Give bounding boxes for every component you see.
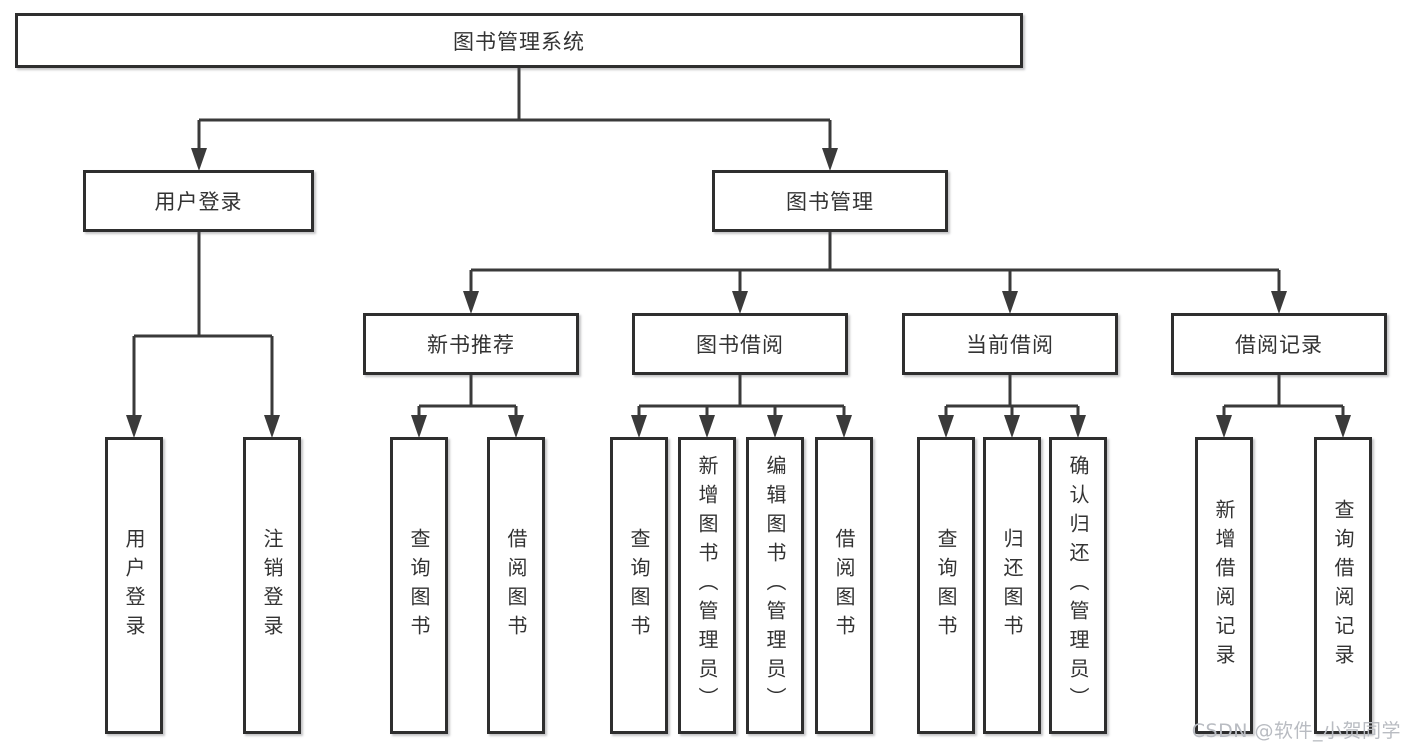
node-label: 归还图书: [1000, 527, 1024, 644]
leaf-return-books: 归还图书: [983, 437, 1041, 734]
node-label: 借阅图书: [504, 527, 528, 644]
leaf-user-login: 用户登录: [105, 437, 163, 734]
node-library-management-system: 图书管理系统: [15, 13, 1023, 68]
leaf-recommend-borrow-books: 借阅图书: [487, 437, 545, 734]
node-label: 用户登录: [122, 527, 146, 644]
leaf-current-query-books: 查询图书: [917, 437, 975, 734]
node-label: 新书推荐: [427, 333, 515, 357]
node-borrowing-records: 借阅记录: [1171, 313, 1387, 375]
node-label: 确认归还（管理员）: [1066, 455, 1090, 716]
node-label: 查询图书: [934, 527, 958, 644]
leaf-borrowing-query-books: 查询图书: [610, 437, 668, 734]
node-label: 图书管理系统: [453, 29, 585, 54]
node-label: 借阅图书: [832, 527, 856, 644]
node-new-book-recommend: 新书推荐: [363, 313, 579, 375]
leaf-borrowing-borrow-books: 借阅图书: [815, 437, 873, 734]
node-label: 新增借阅记录: [1212, 498, 1236, 673]
leaf-confirm-return-admin: 确认归还（管理员）: [1049, 437, 1107, 734]
node-label: 查询借阅记录: [1331, 498, 1355, 673]
node-label: 新增图书（管理员）: [695, 455, 719, 716]
leaf-add-books-admin: 新增图书（管理员）: [678, 437, 736, 734]
node-label: 编辑图书（管理员）: [763, 455, 787, 716]
node-user-login: 用户登录: [83, 170, 314, 232]
node-current-borrowing: 当前借阅: [902, 313, 1118, 375]
leaf-query-borrow-record: 查询借阅记录: [1314, 437, 1372, 734]
leaf-logout: 注销登录: [243, 437, 301, 734]
leaf-add-borrow-record: 新增借阅记录: [1195, 437, 1253, 734]
node-label: 图书借阅: [696, 333, 784, 357]
node-label: 注销登录: [260, 527, 284, 644]
node-label: 查询图书: [627, 527, 651, 644]
leaf-recommend-query-books: 查询图书: [390, 437, 448, 734]
node-book-management: 图书管理: [712, 170, 948, 232]
node-book-borrowing: 图书借阅: [632, 313, 848, 375]
node-label: 查询图书: [407, 527, 431, 644]
node-label: 借阅记录: [1235, 333, 1323, 357]
node-label: 用户登录: [154, 190, 243, 214]
node-label: 当前借阅: [966, 333, 1054, 357]
leaf-edit-books-admin: 编辑图书（管理员）: [746, 437, 804, 734]
node-label: 图书管理: [786, 190, 874, 214]
